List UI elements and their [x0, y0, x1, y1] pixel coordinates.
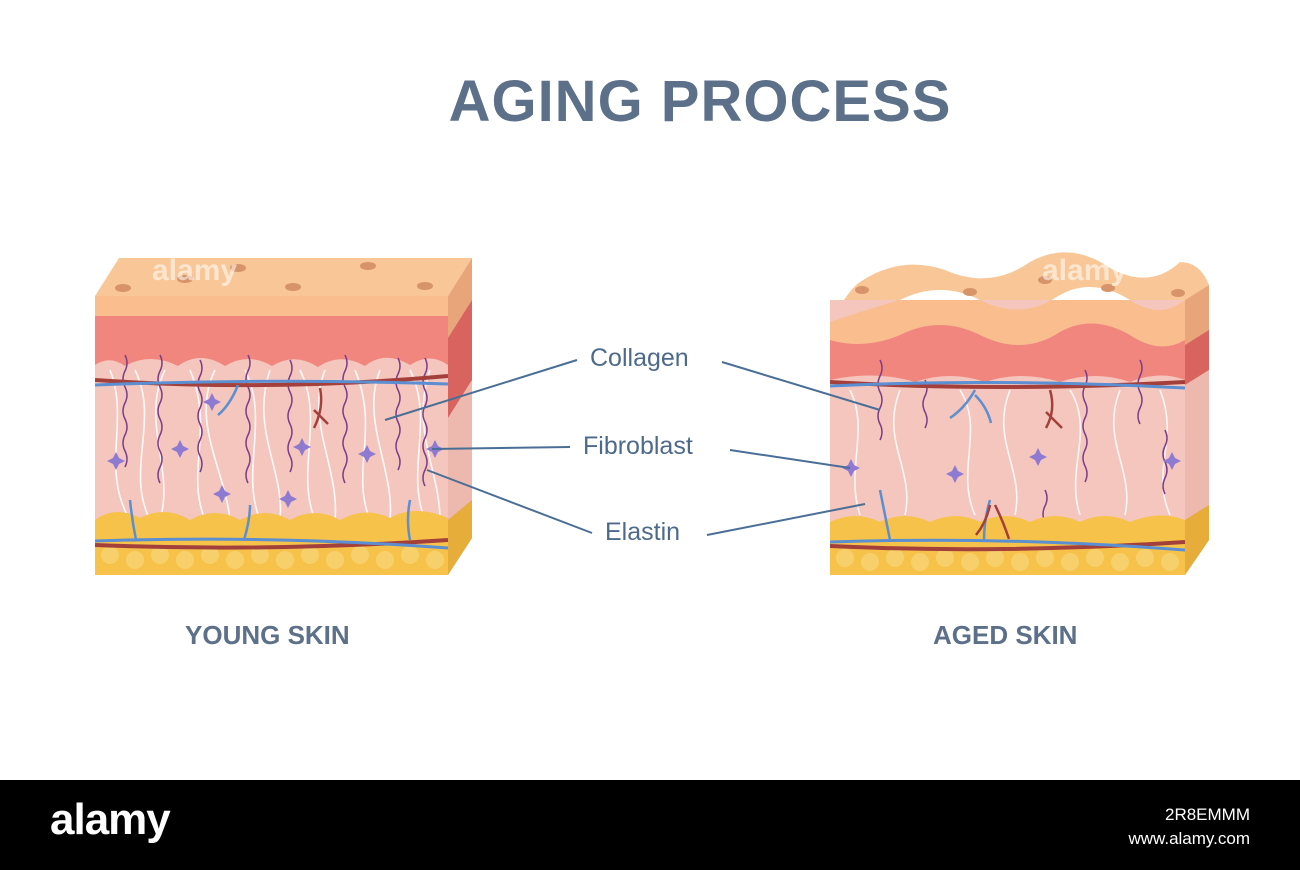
- page-title: AGING PROCESS: [448, 69, 952, 134]
- fibroblast-leader-young: [431, 446, 571, 450]
- elastin-label: Elastin: [605, 518, 681, 546]
- elastin-leader-young: [426, 469, 593, 534]
- young-epidermis: [95, 296, 448, 316]
- fibroblast-label: Fibroblast: [583, 432, 693, 460]
- image-id: 2R8EMMM: [1164, 805, 1250, 824]
- watermark-aged: alamy: [1042, 254, 1128, 287]
- aged-skin-caption: AGED SKIN: [933, 620, 1078, 650]
- young-top-face: [95, 258, 472, 296]
- footer-bar: [0, 780, 1300, 870]
- collagen-leader-young: [384, 359, 578, 421]
- collagen-leader-aged: [721, 361, 881, 411]
- skin-diagram: [95, 252, 1209, 575]
- leader-lines: [384, 359, 881, 536]
- elastin-leader-aged: [706, 503, 866, 536]
- young-skin-block: [95, 258, 472, 575]
- footer-url[interactable]: www.alamy.com: [1128, 829, 1250, 848]
- watermark-young: alamy: [152, 254, 238, 287]
- young-skin-caption: YOUNG SKIN: [185, 620, 350, 650]
- young-dermis-upper: [95, 316, 448, 367]
- aged-dermis-upper: [830, 323, 1185, 382]
- aged-top-face: [830, 252, 1209, 322]
- aged-skin-block: [830, 252, 1209, 575]
- fibroblast-leader-aged: [729, 449, 851, 469]
- collagen-label: Collagen: [590, 344, 689, 372]
- brand-logo[interactable]: alamy: [50, 795, 171, 844]
